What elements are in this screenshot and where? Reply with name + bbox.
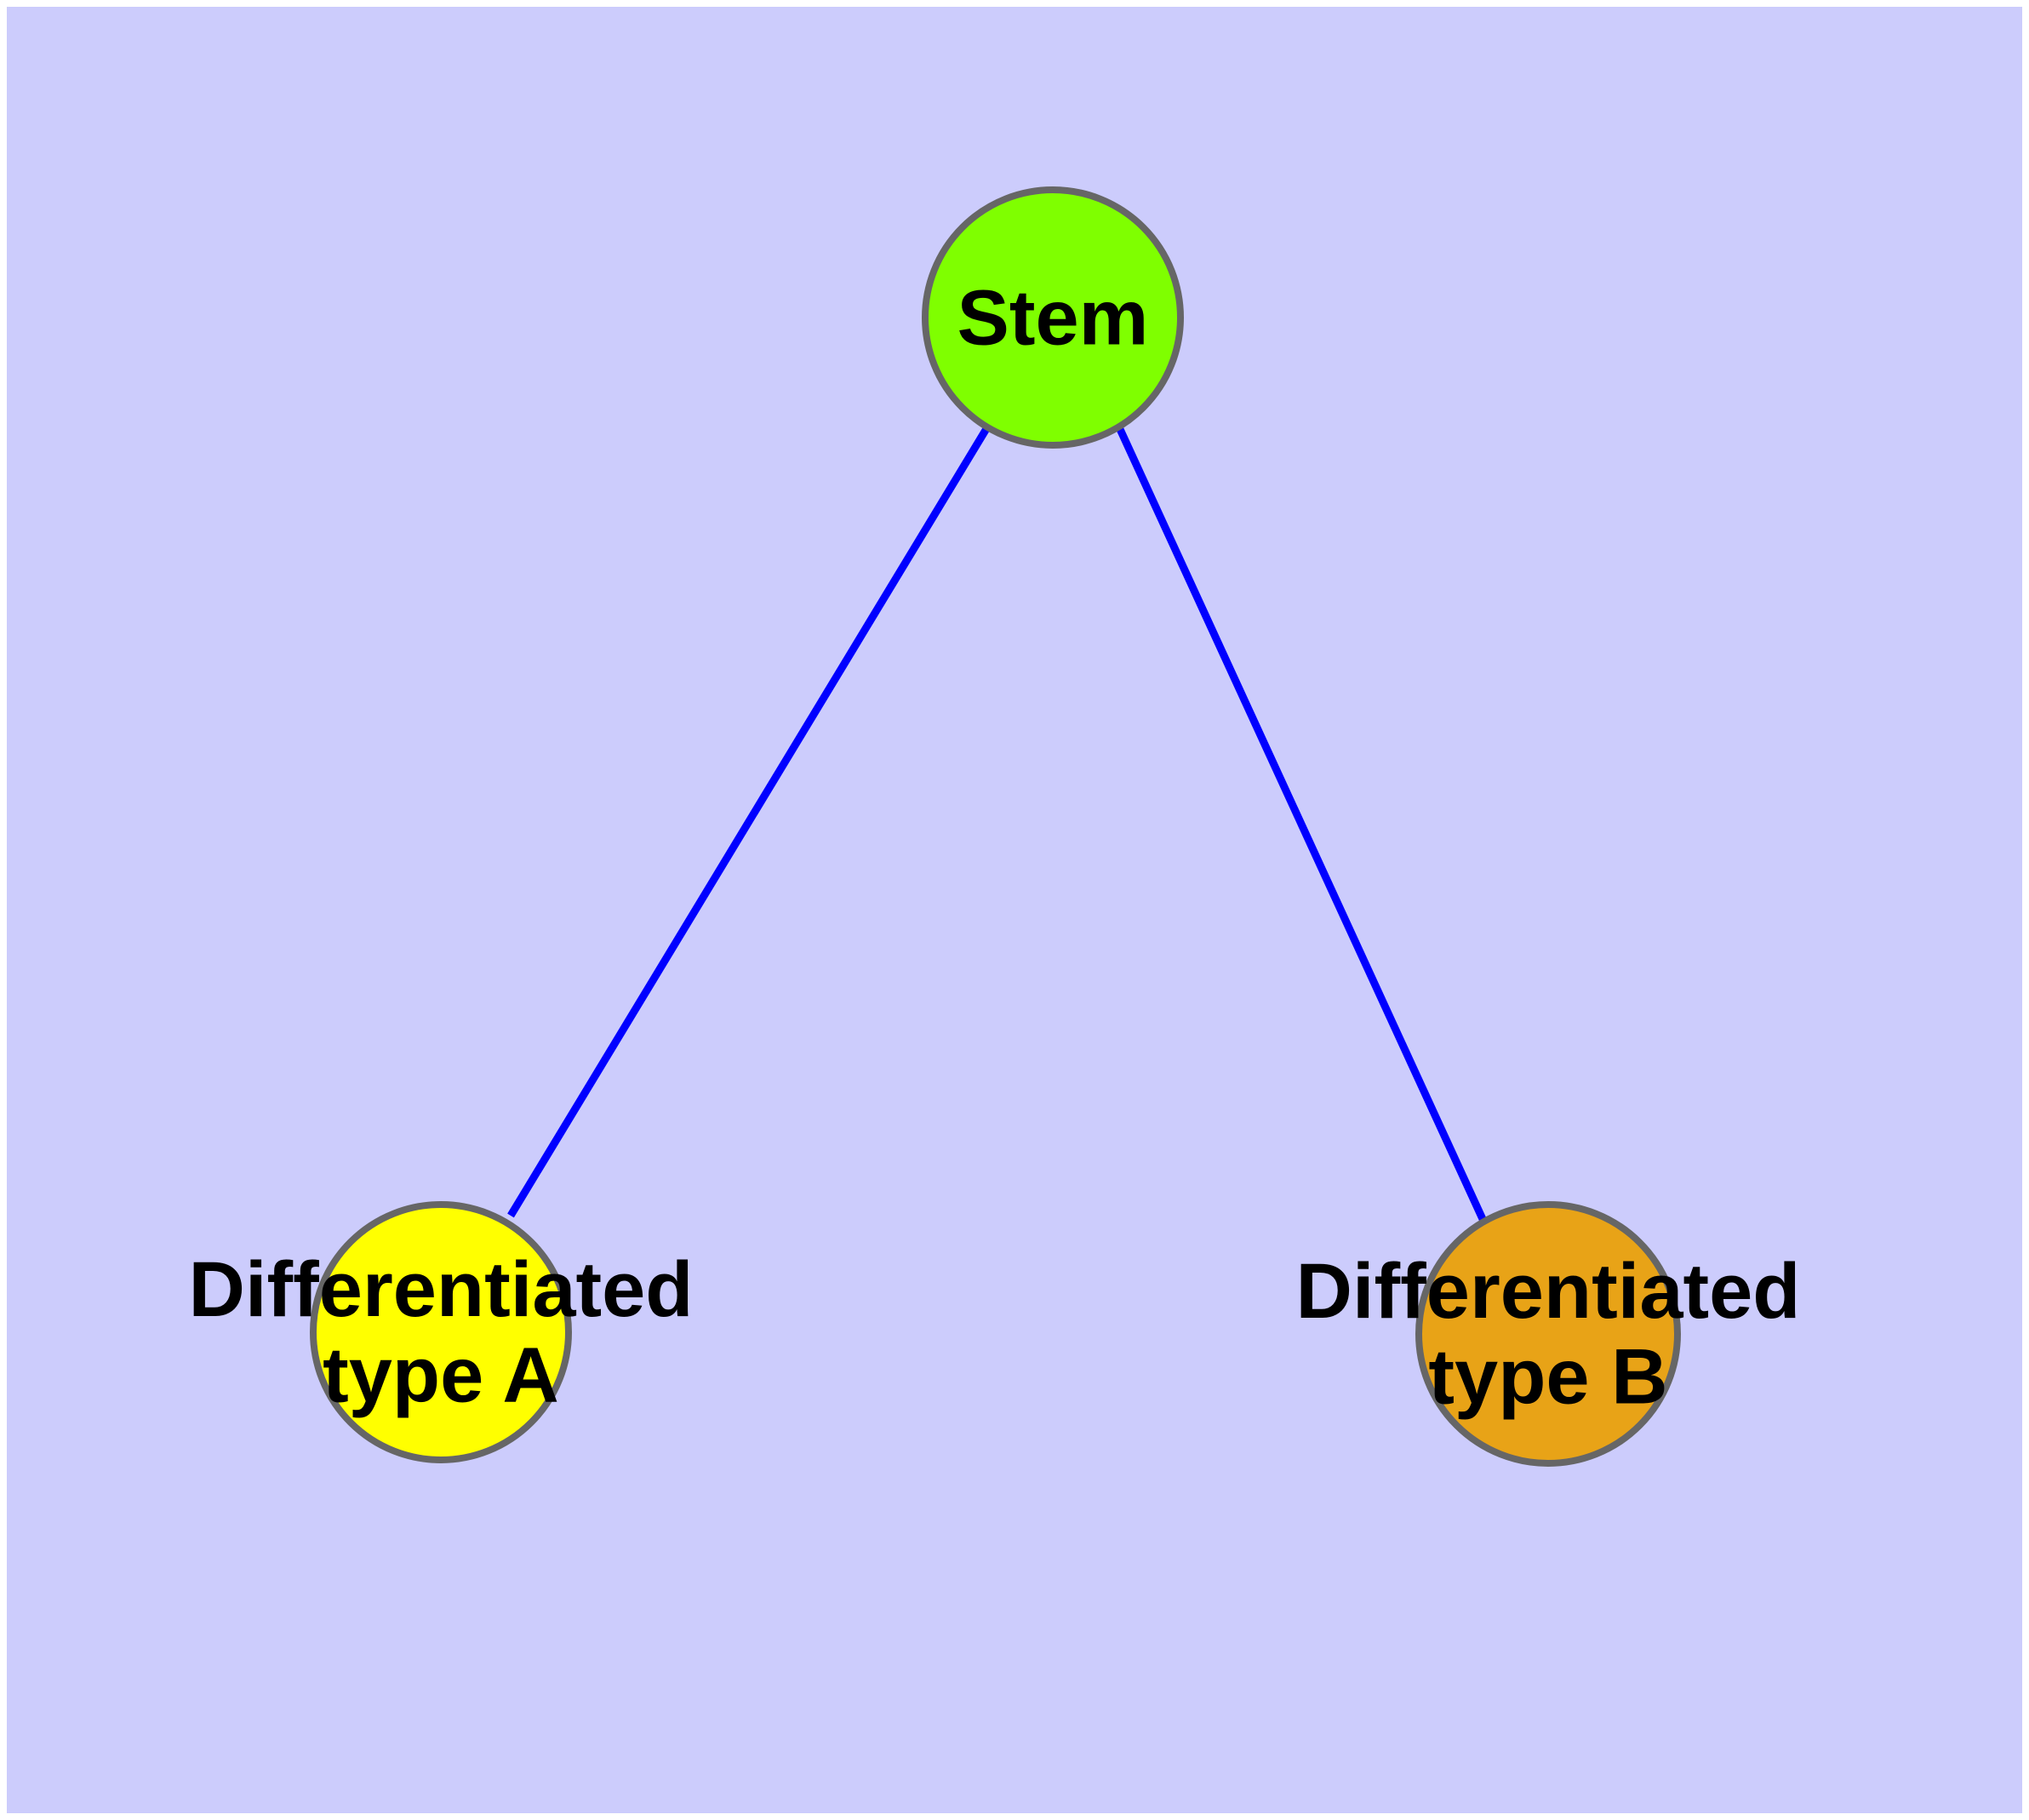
edge-stem-to-differentiated-type-a bbox=[507, 425, 991, 1218]
node-stem-label: Stem bbox=[957, 274, 1149, 361]
node-stem[interactable] bbox=[922, 186, 1184, 449]
node-differentiated-type-b-label-line-1: Differentiated bbox=[1296, 1248, 1801, 1335]
node-differentiated-type-b-label-line-2: type B bbox=[1428, 1333, 1667, 1420]
node-differentiated-type-a[interactable] bbox=[310, 1201, 572, 1463]
node-differentiated-type-a-circle[interactable] bbox=[310, 1201, 572, 1463]
edge-layer bbox=[507, 425, 1487, 1221]
label-layer: Stem Differentiated type A Differentiate… bbox=[189, 274, 1801, 1420]
node-differentiated-type-a-label-line-1: Differentiated bbox=[189, 1246, 694, 1333]
node-differentiated-type-b[interactable] bbox=[1415, 1201, 1681, 1467]
node-differentiated-type-b-circle[interactable] bbox=[1415, 1201, 1681, 1467]
node-layer bbox=[310, 186, 1681, 1467]
node-stem-circle[interactable] bbox=[922, 186, 1184, 449]
edge-stem-to-differentiated-type-b bbox=[1115, 426, 1487, 1221]
node-differentiated-type-a-label-line-2: type A bbox=[323, 1331, 559, 1418]
